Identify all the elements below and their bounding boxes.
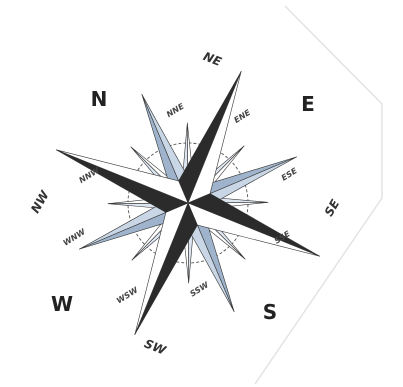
background-outline: [255, 6, 382, 384]
label-sw: SW: [142, 336, 168, 357]
label-ene: ENE: [232, 108, 252, 125]
label-ne: NE: [201, 49, 224, 69]
label-e: E: [301, 92, 315, 116]
label-ssw: SSW: [188, 280, 211, 299]
cardinal-points-group: [3, 18, 373, 387]
label-nne: NNE: [165, 101, 186, 119]
label-wnw: WNW: [62, 227, 88, 248]
label-ese: ESE: [280, 166, 299, 183]
label-wsw: WSW: [115, 285, 141, 306]
label-w: W: [51, 292, 73, 316]
label-nw: NW: [28, 188, 52, 216]
compass-rose: [3, 18, 373, 387]
label-s: S: [263, 300, 277, 324]
label-se: SE: [322, 197, 343, 219]
label-n: N: [91, 87, 108, 111]
